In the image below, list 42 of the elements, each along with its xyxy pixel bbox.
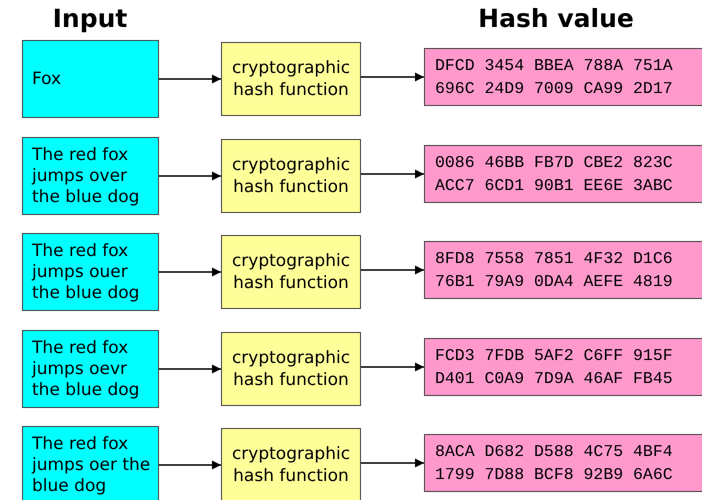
input-text: The red fox jumps ouer the blue dog	[32, 240, 140, 304]
hash-value-box	[424, 338, 702, 396]
column-heading: Hash value	[478, 4, 634, 34]
arrow	[361, 72, 424, 82]
function-label: cryptographic hash function	[230, 250, 352, 294]
hash-value-box	[424, 241, 702, 299]
hash-value-text: 8ACA D682 D588 4C75 4BF4 1799 7D88 BCF8 92B9 6A6C	[435, 441, 674, 486]
hash-value-box	[424, 434, 702, 492]
input-box	[22, 137, 159, 215]
hash-value-box	[424, 145, 702, 203]
hash-function-box	[221, 235, 361, 309]
input-box	[22, 233, 159, 311]
arrow	[361, 266, 424, 274]
column-heading: Input	[52, 4, 128, 34]
hash-function-box	[221, 428, 361, 500]
hash-function-box	[221, 332, 361, 406]
function-label: cryptographic hash function	[230, 443, 352, 487]
input-text: The red fox jumps oer the blue dog	[32, 434, 152, 496]
input-box	[22, 330, 159, 408]
arrow	[159, 74, 221, 84]
arrow	[361, 458, 424, 468]
hash-value-text: DFCD 3454 BBEA 788A 751A 696C 24D9 7009 CA99 2D17	[435, 55, 674, 100]
hash-value-text: 8FD8 7558 7851 4F32 D1C6 76B1 79A9 0DA4 AEFE 4819	[435, 248, 674, 293]
input-text: The red fox jumps over the blue dog	[32, 144, 140, 208]
input-text: The red fox jumps oevr the blue dog	[32, 338, 140, 400]
input-box	[22, 40, 159, 118]
arrow	[159, 172, 221, 180]
arrow	[361, 362, 424, 372]
arrow	[159, 268, 221, 276]
function-label: cryptographic hash function	[230, 57, 352, 101]
hash-value-box	[424, 48, 702, 106]
arrow	[361, 170, 424, 178]
input-text: Fox	[32, 68, 62, 90]
arrow	[159, 460, 221, 470]
function-label: cryptographic hash function	[230, 347, 352, 391]
arrow	[159, 364, 221, 374]
hash-value-text: FCD3 7FDB 5AF2 C6FF 915F D401 C0A9 7D9A 46AF FB45	[435, 345, 674, 390]
input-box	[22, 426, 159, 500]
hash-function-box	[221, 42, 361, 116]
hash-function-box	[221, 139, 361, 213]
hash-value-text: 0086 46BB FB7D CBE2 823C ACC7 6CD1 90B1 EE6E 3ABC	[435, 152, 674, 197]
function-label: cryptographic hash function	[230, 154, 352, 198]
